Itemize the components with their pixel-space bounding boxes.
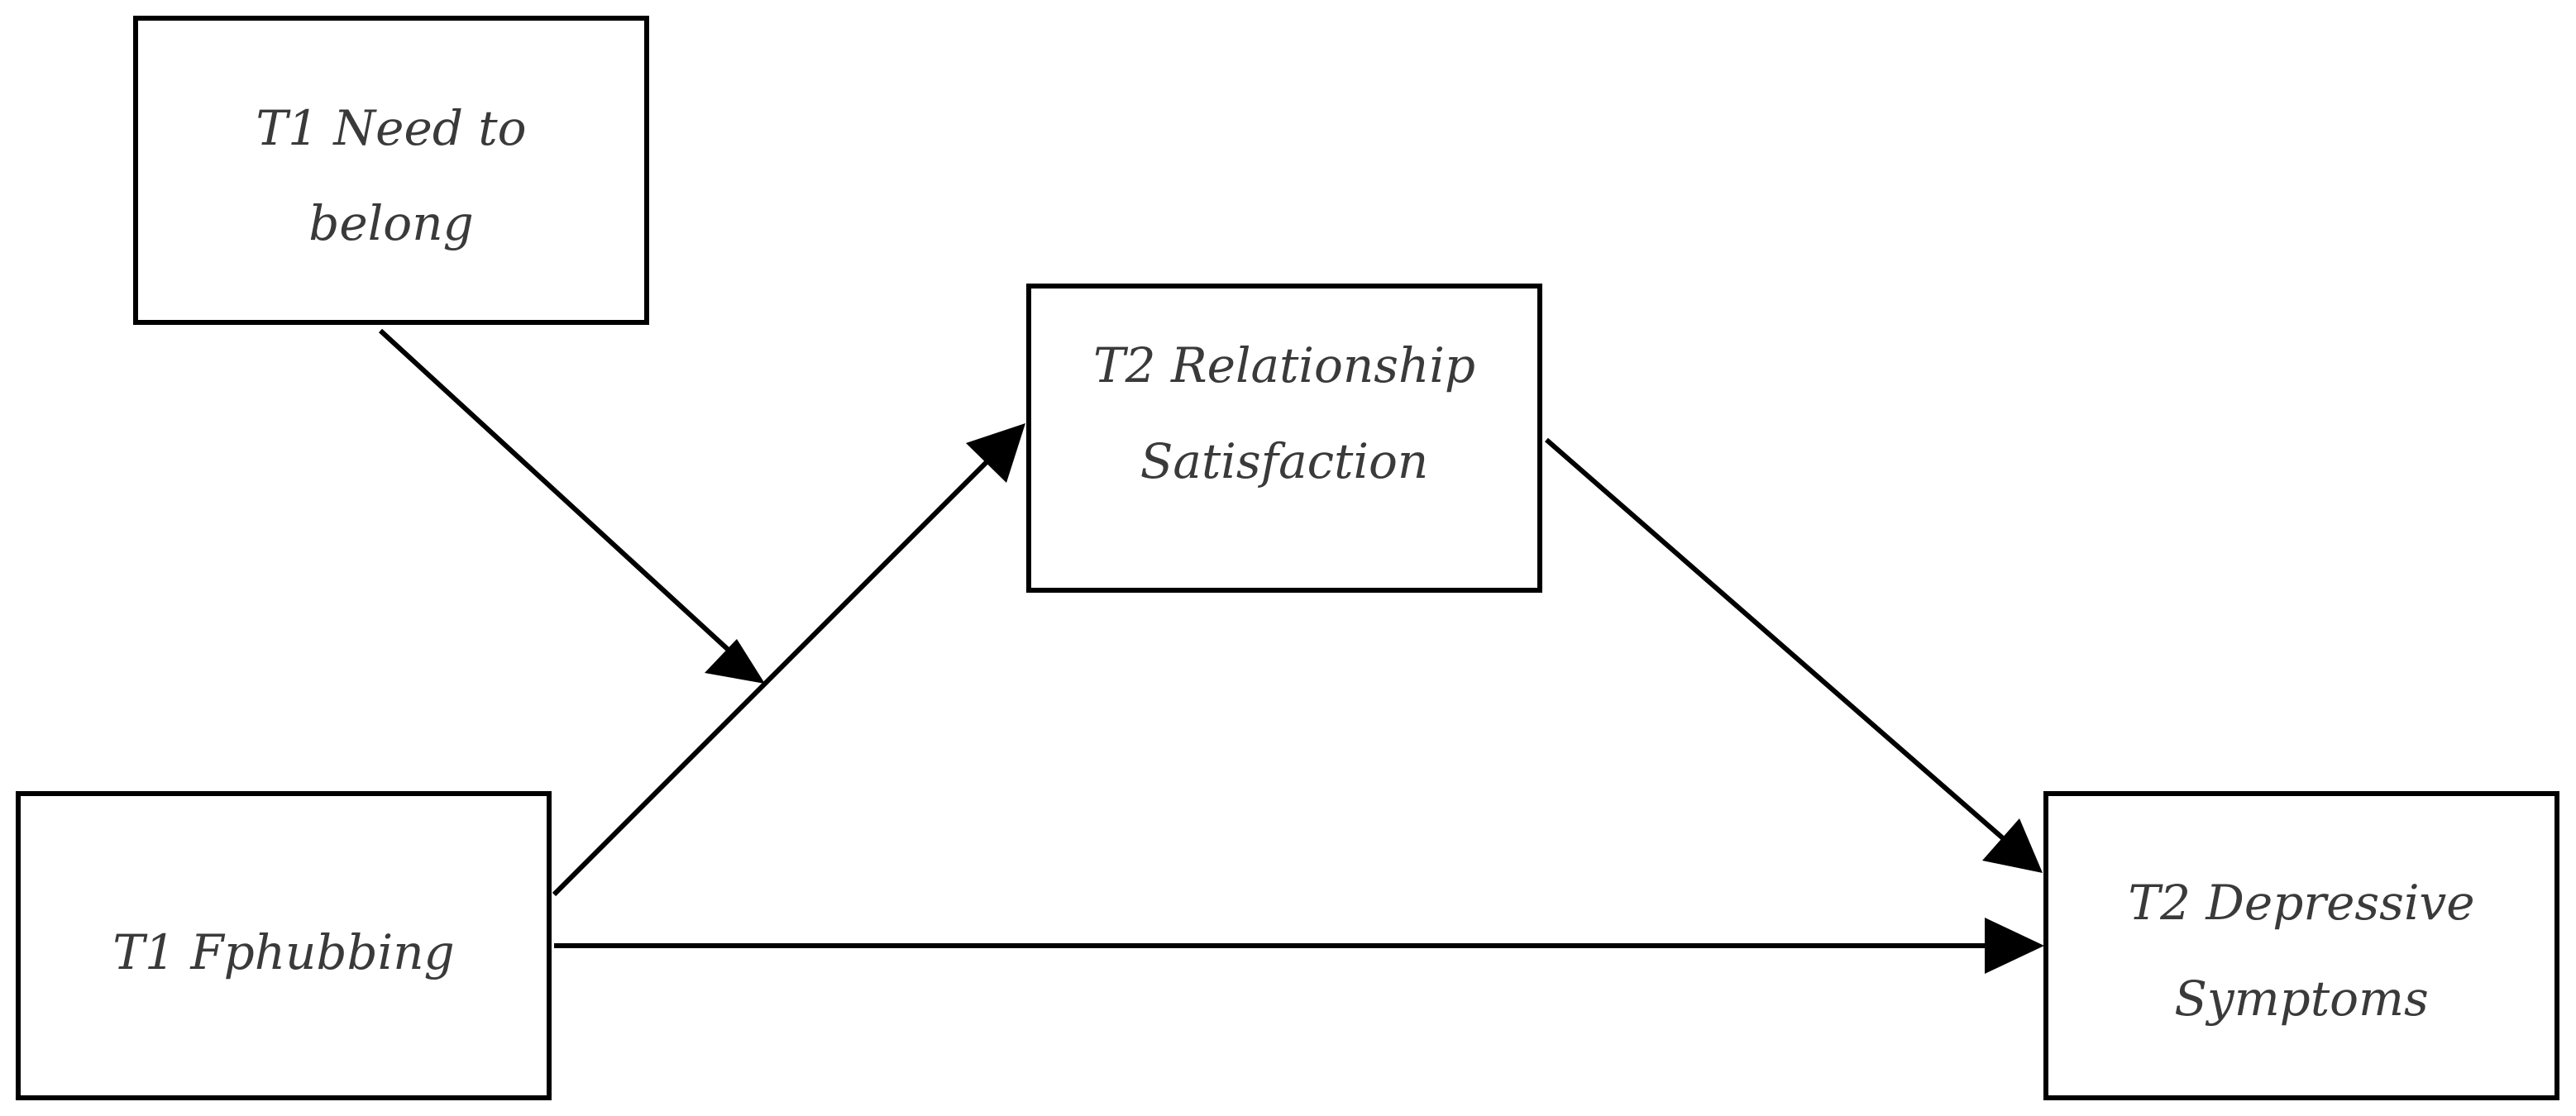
node-depressive-symptoms-label-line1: T2 Depressive	[2128, 875, 2474, 931]
edge-need-to-belong-to-path-line	[378, 328, 734, 656]
node-relationship-satisfaction-label-line2: Satisfaction	[1140, 433, 1429, 489]
node-depressive-symptoms-label-line2: Symptoms	[2174, 971, 2429, 1027]
edge-relationship-satisfaction-to-depressive-symptoms	[1545, 437, 2043, 873]
edge-relationship-satisfaction-to-depressive-symptoms-line	[1545, 437, 2005, 841]
edge-fphubbing-to-depressive-symptoms-arrowhead	[1985, 918, 2044, 974]
node-need-to-belong-box	[133, 16, 649, 325]
node-relationship-satisfaction-box	[1026, 284, 1542, 593]
node-depressive-symptoms: T2 Depressive Symptoms	[2043, 791, 2559, 1100]
edge-fphubbing-to-depressive-symptoms	[554, 918, 2044, 974]
node-fphubbing-label: T1 Fphubbing	[112, 924, 454, 980]
node-fphubbing-box	[16, 791, 552, 1100]
node-need-to-belong: T1 Need to belong	[133, 16, 649, 325]
edge-fphubbing-to-relationship-satisfaction-arrowhead	[966, 423, 1025, 483]
node-need-to-belong-label-line1: T1 Need to	[256, 100, 526, 156]
node-depressive-symptoms-box	[2043, 791, 2559, 1100]
edge-relationship-satisfaction-to-depressive-symptoms-arrowhead	[1982, 818, 2043, 873]
edge-need-to-belong-to-path-arrowhead	[705, 639, 765, 684]
node-relationship-satisfaction: T2 Relationship Satisfaction	[1026, 284, 1542, 593]
node-need-to-belong-label-line2: belong	[308, 195, 473, 251]
edge-fphubbing-to-relationship-satisfaction	[552, 423, 1025, 897]
node-fphubbing: T1 Fphubbing	[16, 791, 552, 1100]
edge-need-to-belong-to-path	[378, 328, 765, 684]
edge-fphubbing-to-relationship-satisfaction-line	[552, 456, 992, 897]
node-relationship-satisfaction-label-line1: T2 Relationship	[1093, 337, 1475, 393]
